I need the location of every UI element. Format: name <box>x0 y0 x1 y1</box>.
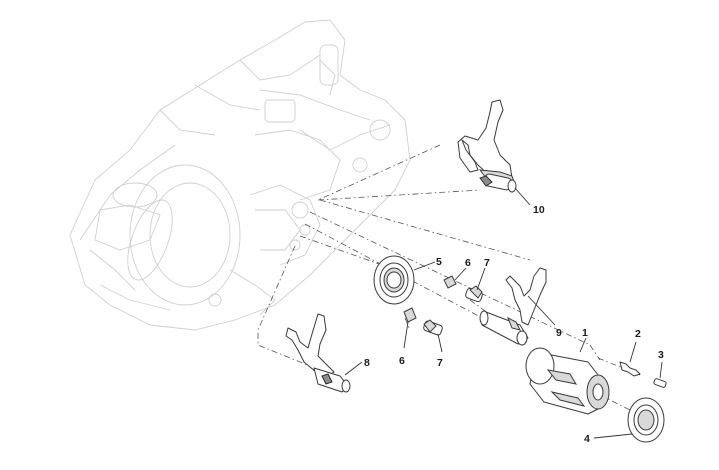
callout-7-upper: 7 <box>484 257 490 269</box>
callout-2: 2 <box>635 328 641 340</box>
callout-9: 9 <box>556 327 562 339</box>
shift-drum-1 <box>525 337 610 415</box>
callout-5: 5 <box>436 256 442 268</box>
bearing-4 <box>593 397 665 443</box>
callout-6-lower: 6 <box>399 355 405 367</box>
pin-3 <box>653 361 667 388</box>
callout-3: 3 <box>658 349 664 361</box>
callout-8: 8 <box>364 357 370 369</box>
crankcase-ghost <box>69 19 411 331</box>
shift-fork-9 <box>479 267 556 346</box>
callout-7-lower: 7 <box>437 357 443 369</box>
callout-1: 1 <box>582 327 588 339</box>
callout-10: 10 <box>533 204 545 216</box>
shift-fork-8 <box>285 313 363 393</box>
shift-fork-upper <box>457 99 517 193</box>
lock-washer-6-upper <box>443 275 457 289</box>
spring-2 <box>619 341 641 377</box>
leader-10 <box>514 187 531 206</box>
bearing-5 <box>373 255 436 305</box>
screw-7-lower <box>423 319 443 353</box>
lock-washer-6-lower <box>403 307 417 349</box>
screw-7-upper <box>454 267 486 303</box>
callout-4: 4 <box>584 433 590 445</box>
callout-6-upper: 6 <box>465 257 471 269</box>
